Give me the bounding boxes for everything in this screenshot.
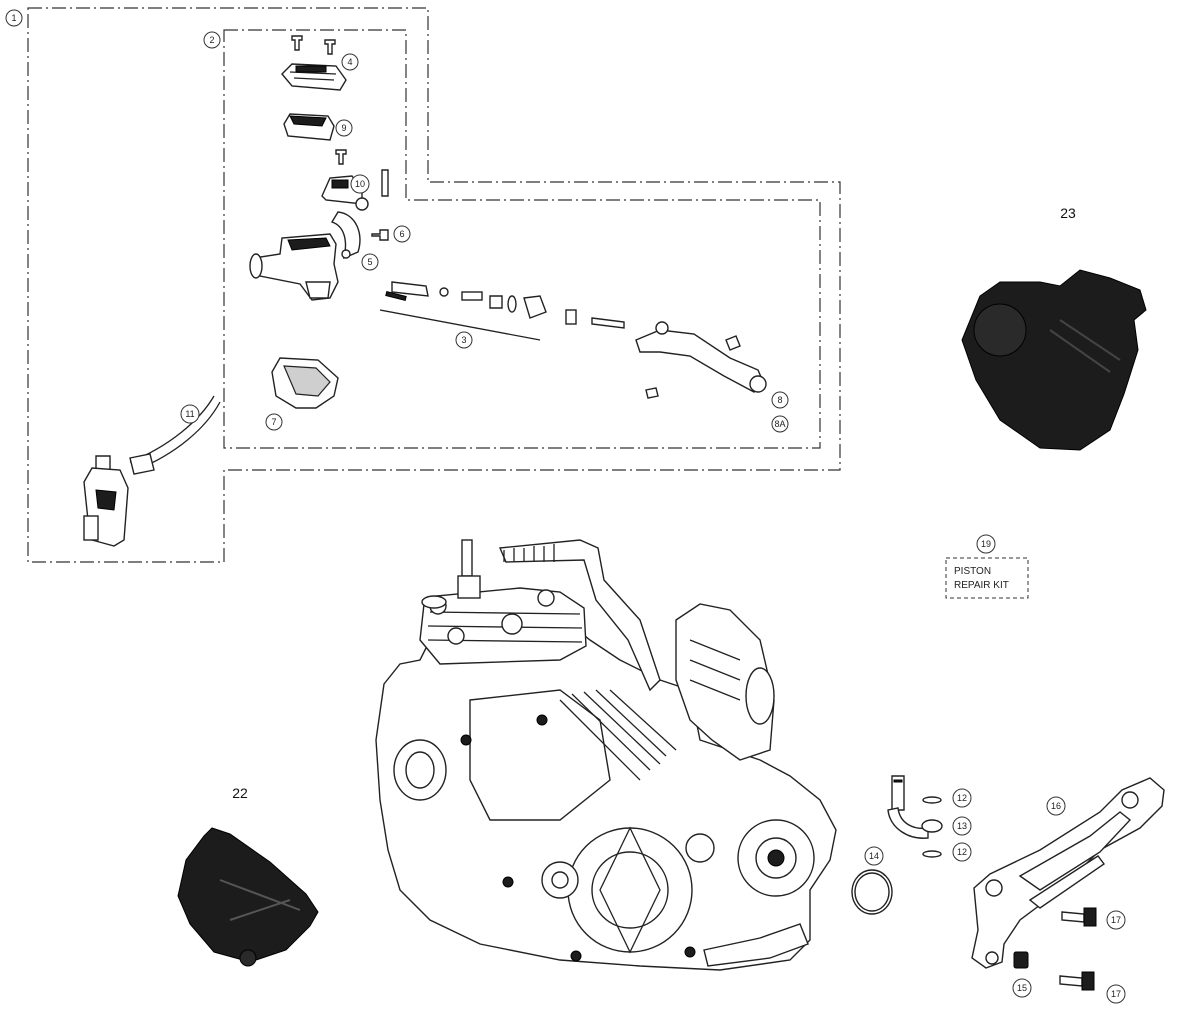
svg-text:8A: 8A	[774, 419, 785, 429]
lever-boot	[271, 357, 339, 409]
callout-4: 4	[341, 53, 359, 71]
label-part-22: 22	[232, 785, 248, 801]
ignition-cover	[961, 269, 1147, 451]
piston-internals	[385, 281, 625, 329]
callout-12-bottom: 12	[952, 842, 972, 862]
svg-text:17: 17	[1111, 915, 1121, 925]
label-part-23: 23	[1060, 205, 1076, 221]
callout-8: 8	[771, 391, 789, 409]
piston-kit-line-1: PISTON	[954, 566, 991, 577]
callout-17-top: 17	[1106, 910, 1126, 930]
o-ring	[851, 869, 893, 915]
callout-3: 3	[455, 331, 473, 349]
svg-text:8: 8	[777, 395, 782, 405]
svg-text:11: 11	[185, 409, 194, 419]
banjo-fitting	[887, 775, 943, 858]
svg-text:16: 16	[1051, 801, 1061, 811]
svg-text:1: 1	[11, 13, 16, 23]
callout-1: 1	[5, 9, 23, 27]
guard-bolts	[1059, 907, 1097, 991]
svg-text:19: 19	[981, 539, 991, 549]
engine-block	[375, 539, 837, 971]
callout-10: 10	[350, 174, 370, 194]
callout-13: 13	[952, 816, 972, 836]
pin	[381, 169, 389, 197]
callout-7: 7	[265, 413, 283, 431]
svg-text:12: 12	[957, 793, 967, 803]
svg-text:14: 14	[869, 851, 879, 861]
svg-text:5: 5	[367, 257, 372, 267]
callout-9: 9	[335, 119, 353, 137]
svg-text:12: 12	[957, 847, 967, 857]
svg-text:7: 7	[271, 417, 276, 427]
svg-text:17: 17	[1111, 989, 1121, 999]
svg-text:2: 2	[209, 35, 214, 45]
kit-boundary-inner	[223, 29, 821, 449]
callout-17-bottom: 17	[1106, 984, 1126, 1004]
slave-cylinder-and-hose	[83, 395, 221, 547]
internals-leader	[379, 309, 541, 341]
callout-16: 16	[1046, 796, 1066, 816]
diaphragm	[283, 113, 335, 141]
guard-nut	[1013, 951, 1029, 969]
svg-text:3: 3	[461, 335, 466, 345]
svg-text:9: 9	[341, 123, 346, 133]
callout-5: 5	[361, 253, 379, 271]
callout-12-top: 12	[952, 788, 972, 808]
piston-repair-kit-box: PISTON REPAIR KIT	[945, 557, 1029, 599]
master-cylinder-body	[249, 211, 361, 301]
kit-boundary-outer	[27, 7, 841, 563]
small-screw	[335, 149, 347, 165]
sprocket-guard	[971, 777, 1165, 969]
screw-pair	[291, 35, 336, 55]
callout-15: 15	[1012, 978, 1032, 998]
callout-14: 14	[864, 846, 884, 866]
svg-text:10: 10	[355, 179, 365, 189]
svg-text:15: 15	[1017, 983, 1027, 993]
callout-11: 11	[180, 404, 200, 424]
callout-8a: 8A	[771, 415, 789, 433]
bolt	[371, 229, 389, 241]
reservoir-cap	[281, 63, 347, 91]
piston-kit-line-2: REPAIR KIT	[954, 580, 1009, 591]
svg-text:4: 4	[347, 57, 352, 67]
svg-text:6: 6	[399, 229, 404, 239]
callout-2: 2	[203, 31, 221, 49]
callout-6: 6	[393, 225, 411, 243]
clutch-lever	[635, 321, 767, 399]
clutch-cover	[177, 827, 319, 967]
svg-text:13: 13	[957, 821, 967, 831]
callout-19: 19	[976, 534, 996, 554]
